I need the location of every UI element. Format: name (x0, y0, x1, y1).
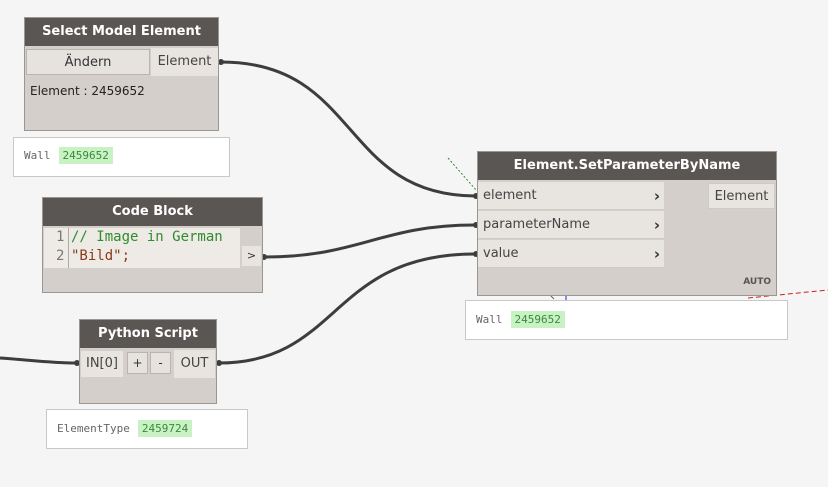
set-parameter-preview: Wall 2459652 (465, 300, 788, 340)
green-guide-line (447, 157, 477, 191)
chevron-right-icon: › (653, 216, 660, 234)
input-port-element[interactable]: element › (478, 182, 664, 210)
lacing-indicator[interactable]: AUTO (743, 277, 771, 287)
set-parameter-by-name-node[interactable]: Element.SetParameterByName element › para… (477, 151, 777, 296)
red-guide-line (747, 289, 828, 299)
input-port-parametername[interactable]: parameterName › (478, 211, 664, 239)
preview-type: Wall (24, 149, 51, 162)
code-output-port[interactable]: > (242, 246, 261, 266)
select-model-element-node[interactable]: Select Model Element Ändern Element Elem… (24, 17, 219, 131)
preview-type: Wall (476, 313, 503, 326)
line-number: 1 (56, 229, 65, 245)
node-title: Code Block (43, 198, 262, 226)
input-port-value[interactable]: value › (478, 240, 664, 268)
line-number-divider (68, 228, 69, 268)
node-title: Select Model Element (25, 18, 218, 46)
python-output-port[interactable]: OUT (174, 350, 215, 378)
python-script-node[interactable]: Python Script IN[0] + - OUT (79, 319, 217, 404)
node-title: Element.SetParameterByName (478, 152, 776, 180)
preview-type: ElementType (57, 422, 130, 435)
preview-id: 2459724 (137, 420, 193, 437)
code-line-string: "Bild"; (71, 248, 131, 264)
port-dot-out-python (216, 360, 222, 366)
wire-element-to-element[interactable] (220, 60, 476, 198)
chevron-right-icon: › (653, 245, 660, 263)
remove-input-button[interactable]: - (150, 352, 171, 374)
port-label: value (483, 246, 519, 261)
code-line-comment: // Image in German (71, 229, 223, 245)
python-preview: ElementType 2459724 (46, 409, 248, 449)
chevron-right-icon: › (653, 187, 660, 205)
line-number: 2 (56, 248, 65, 264)
port-label: element (483, 188, 537, 203)
wire-code-to-parametername[interactable] (263, 223, 476, 259)
select-model-preview: Wall 2459652 (13, 137, 230, 177)
python-input-port[interactable]: IN[0] (81, 351, 123, 377)
preview-id: 2459652 (58, 147, 113, 164)
code-block-node[interactable]: Code Block 1 2 // Image in German "Bild"… (42, 197, 263, 293)
wire-python-to-value[interactable] (218, 252, 476, 365)
element-output-port[interactable]: Element (151, 48, 218, 76)
code-editor[interactable]: 1 2 // Image in German "Bild"; (44, 228, 240, 268)
wire-incoming-python[interactable] (0, 356, 78, 365)
port-dot-out-select (218, 59, 224, 65)
selection-status: Element : 2459652 (30, 84, 145, 98)
output-port-element[interactable]: Element (708, 183, 775, 209)
preview-id: 2459652 (510, 311, 565, 328)
change-button[interactable]: Ändern (26, 49, 150, 75)
port-dot-in-python (74, 360, 80, 366)
add-input-button[interactable]: + (127, 352, 148, 374)
port-label: parameterName (483, 217, 590, 232)
node-title: Python Script (80, 320, 216, 348)
